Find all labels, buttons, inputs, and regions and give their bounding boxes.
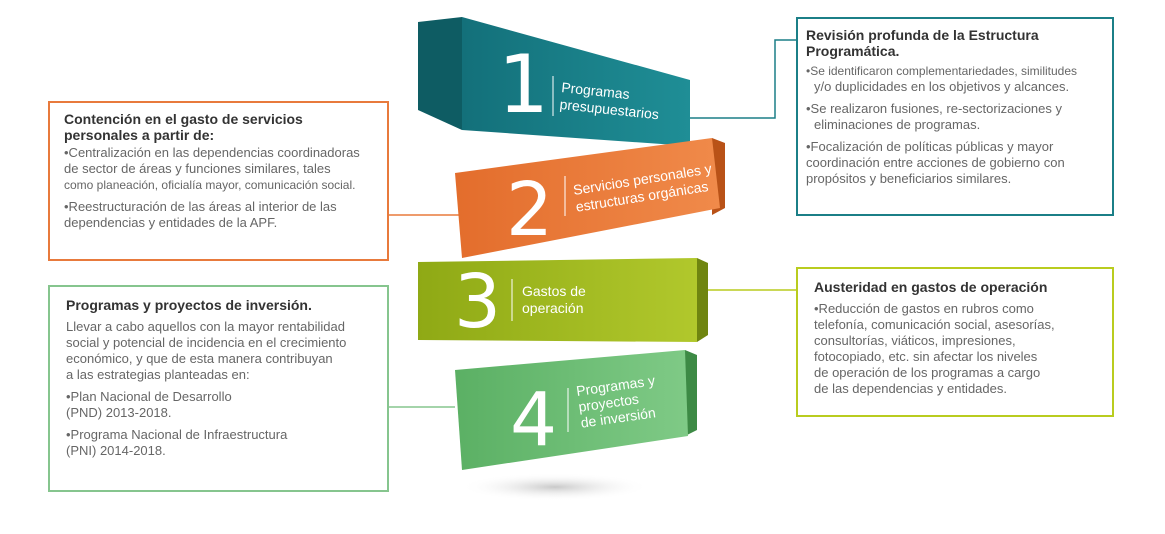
box-personal-services: Contención en el gasto de servicios pers… xyxy=(48,101,389,261)
box-operating-austerity: Austeridad en gastos de operación •Reduc… xyxy=(796,267,1114,417)
box-personal-services-point-2: •Reestructuración de las áreas al interi… xyxy=(64,199,337,230)
block-1-number: 1 xyxy=(498,38,549,131)
box-programmatic-structure: Revisión profunda de la Estructura Progr… xyxy=(796,17,1114,216)
block-4-number: 4 xyxy=(510,377,557,463)
box-investment-programs-intro: Llevar a cabo aquellos con la mayor rent… xyxy=(66,319,347,382)
block-1-side xyxy=(418,17,462,130)
block-3-side xyxy=(697,258,708,342)
block-3-face xyxy=(418,258,697,342)
block-1: 1 Programas presupuestarios xyxy=(418,17,690,146)
connector-top-right xyxy=(690,39,796,119)
svg-text:Gastos de operación: Gastos de operación xyxy=(522,283,590,316)
block-4-face xyxy=(455,350,688,470)
box-investment-programs-title: Programas y proyectos de inversión. xyxy=(66,297,312,313)
block-1-label-1: Programas xyxy=(561,79,631,102)
block-3: 3 Gastos de operación xyxy=(418,258,708,345)
block-4-side xyxy=(685,350,697,436)
floor-shadow xyxy=(460,473,650,501)
box-personal-services-title: Contención en el gasto de servicios pers… xyxy=(64,111,303,143)
box-programmatic-structure-title: Revisión profunda de la Estructura Progr… xyxy=(806,27,1039,59)
block-4: 4 Programas y proyectos de inversión xyxy=(455,350,697,470)
block-2-number: 2 xyxy=(506,167,553,253)
box-operating-austerity-point-1: •Reducción de gastos en rubros como tele… xyxy=(814,301,1055,396)
box-personal-services-point-1: •Centralización en las dependencias coor… xyxy=(64,145,360,192)
block-3-label-1: Gastos de xyxy=(522,283,586,299)
block-1-face xyxy=(462,17,690,146)
connector-lines xyxy=(389,39,796,408)
block-2-face xyxy=(455,138,720,258)
box-programmatic-structure-point-3: •Focalización de políticas públicas y ma… xyxy=(806,139,1065,186)
box-programmatic-structure-point-2: •Se realizaron fusiones, re-sectorizacio… xyxy=(806,101,1063,132)
box-programmatic-structure-point-1: •Se identificaron complementariedades, s… xyxy=(806,64,1078,94)
box-investment-programs: Programas y proyectos de inversión. Llev… xyxy=(48,285,389,492)
block-2: 2 Servicios personales y estructuras org… xyxy=(455,138,725,258)
box-investment-programs-point-1: •Plan Nacional de Desarrollo (PND) 2013-… xyxy=(66,389,232,420)
block-3-label-2: operación xyxy=(522,300,584,316)
block-3-number: 3 xyxy=(454,259,501,345)
box-investment-programs-point-2: •Programa Nacional de Infraestructura (P… xyxy=(66,427,288,458)
box-operating-austerity-title: Austeridad en gastos de operación xyxy=(814,279,1048,295)
